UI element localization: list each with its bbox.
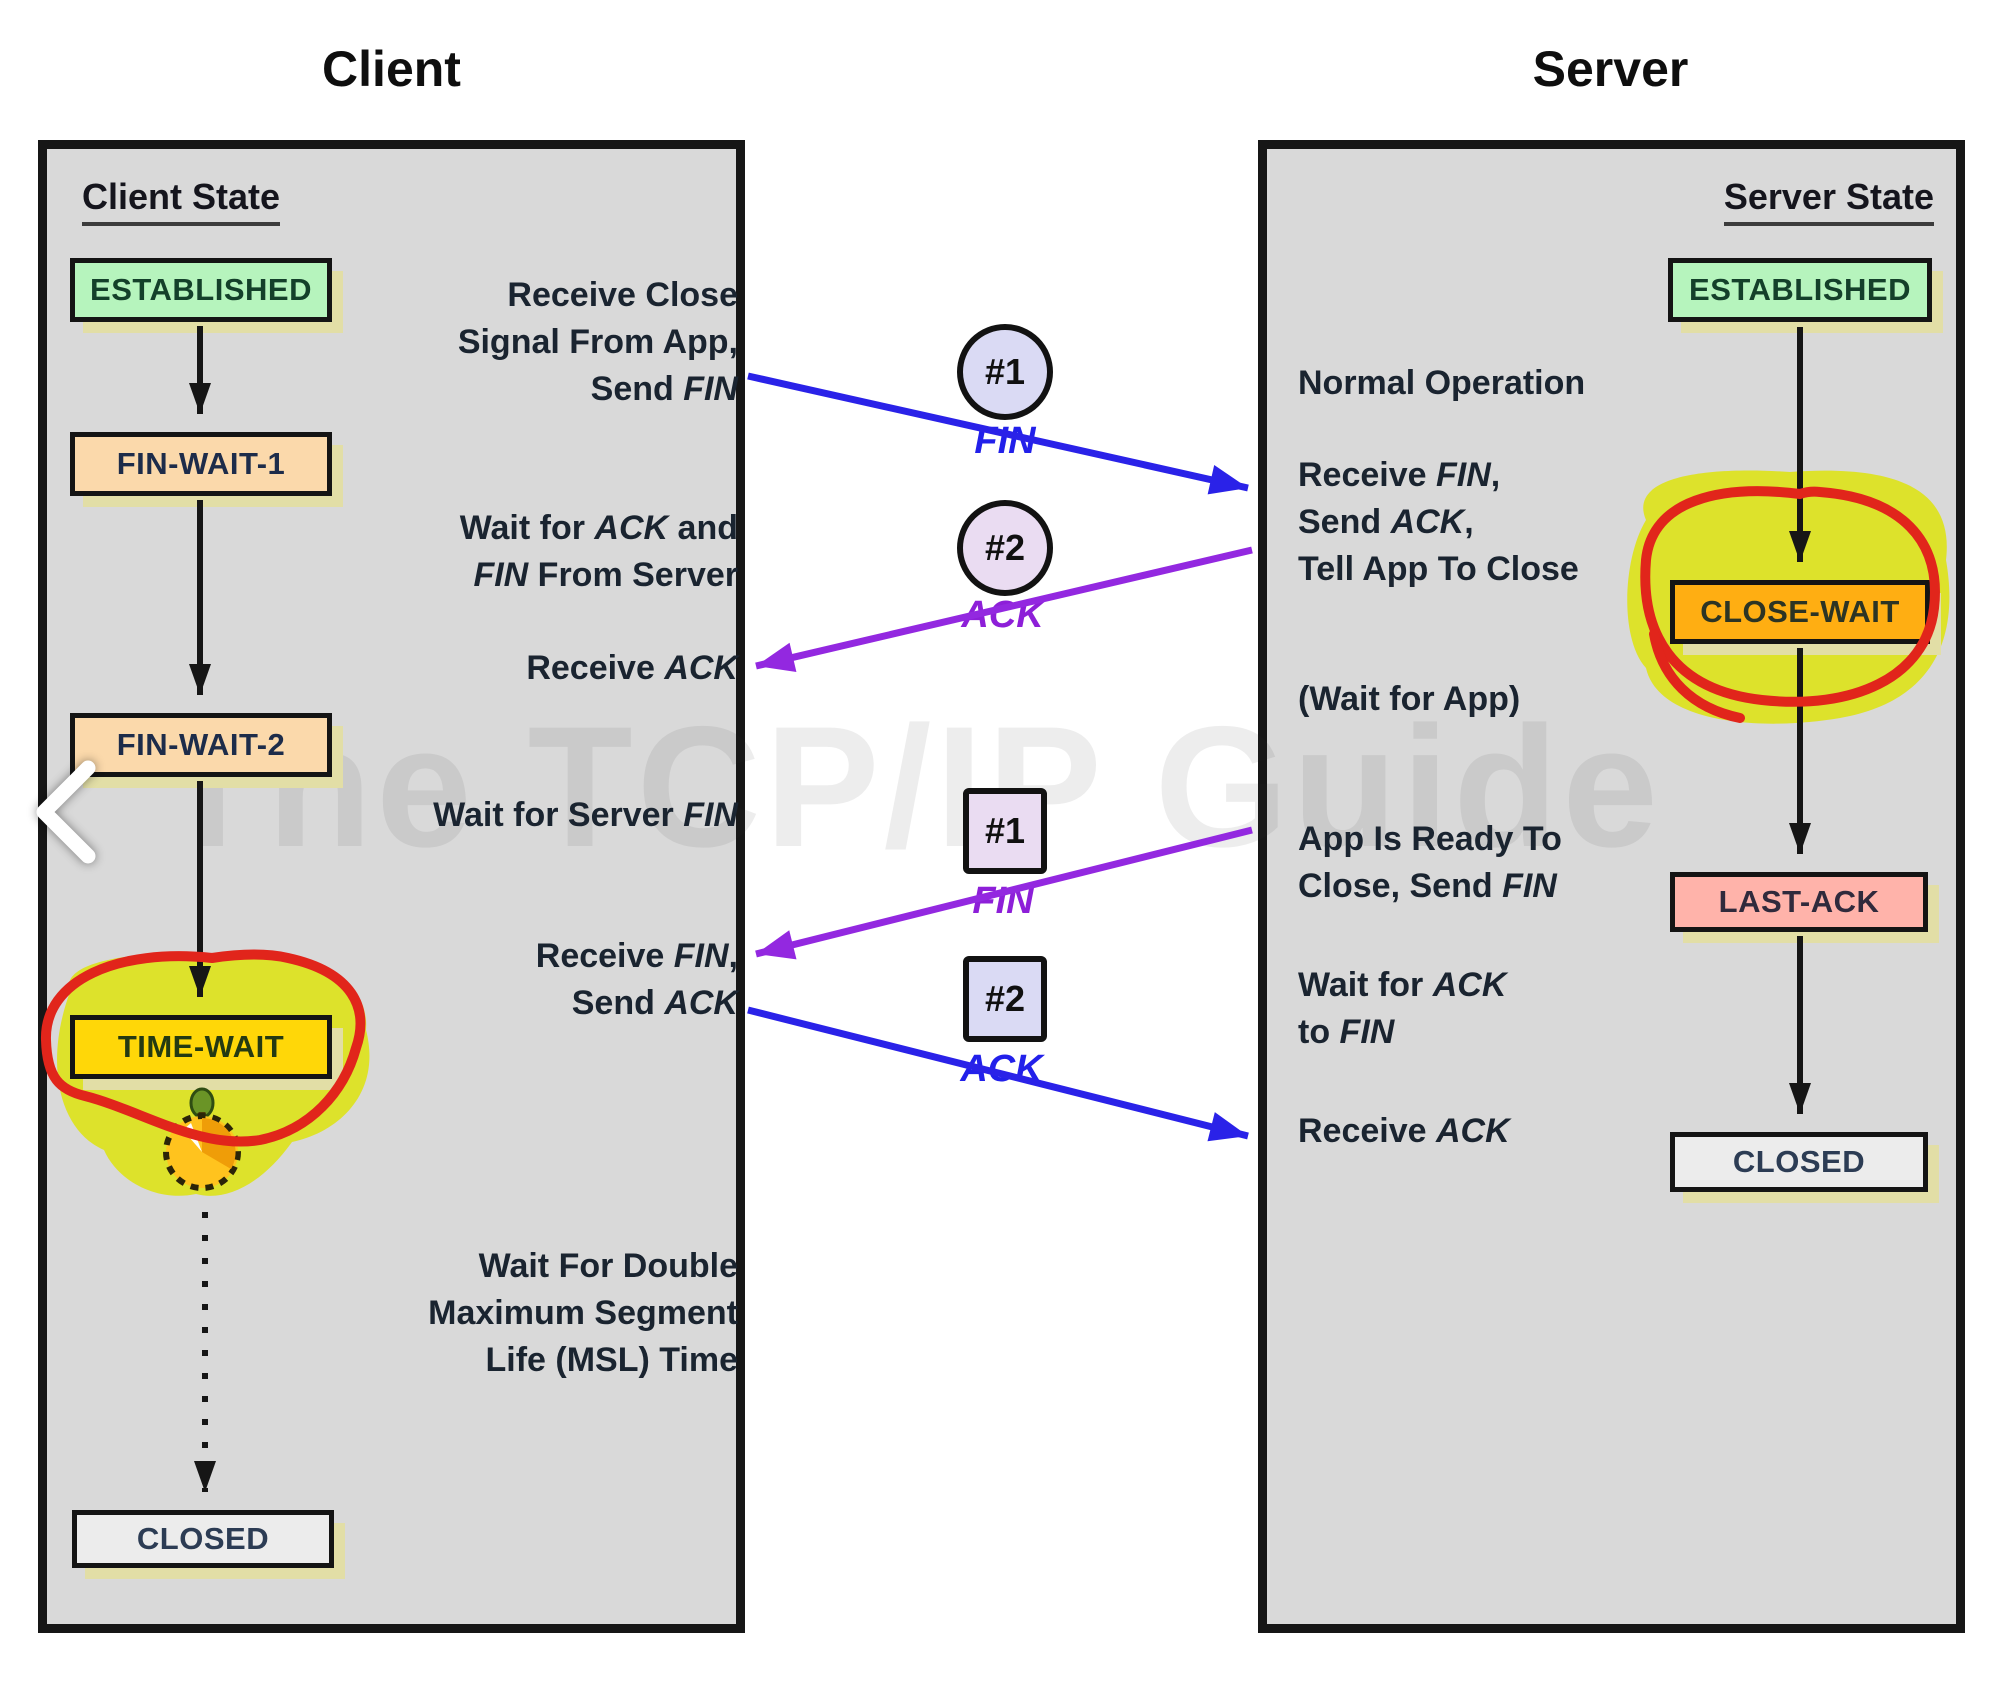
annotation-server-receive-ack: Receive ACK (1298, 1112, 1510, 1150)
state-box-client-closed: CLOSED (72, 1510, 334, 1568)
carousel-prev-button[interactable] (14, 748, 124, 878)
red-pen-tail-close-wait (1649, 629, 1745, 723)
state-box-server-close-wait: CLOSE-WAIT (1670, 580, 1930, 644)
ack-2-arrow (755, 546, 1253, 672)
message-3-badge: #1 (963, 788, 1047, 874)
chevron-left-icon (36, 760, 96, 864)
annotation-wait-for-app: (Wait for App) (1298, 680, 1521, 718)
message-4-badge: #2 (963, 956, 1047, 1042)
state-box-client-fin-wait-1: FIN-WAIT-1 (70, 432, 332, 496)
state-box-server-last-ack: LAST-ACK (1670, 872, 1928, 932)
red-pen-circle-time-wait (40, 949, 366, 1147)
fin-1-arrow (747, 372, 1249, 495)
state-box-server-established: ESTABLISHED (1668, 258, 1932, 322)
annotation-receive-fin-send-ack: Receive FIN,Send ACK (535, 937, 738, 1022)
watermark-text: The TCP/IP Guide (158, 691, 1662, 883)
state-box-server-closed: CLOSED (1670, 1132, 1928, 1192)
client-panel (38, 140, 745, 1633)
server-state-header: Server State (1723, 176, 1934, 226)
state-box-client-fin-wait-2: FIN-WAIT-2 (70, 713, 332, 777)
client-state-header: Client State (82, 176, 281, 226)
annotation-normal-operation: Normal Operation (1298, 364, 1586, 402)
annotation-receive-fin-tell-app: Receive FIN,Send ACK,Tell App To Close (1298, 456, 1579, 588)
message-1-badge: #1 (957, 324, 1053, 420)
state-box-client-time-wait: TIME-WAIT (70, 1015, 332, 1079)
server-title: Server (1532, 41, 1689, 97)
message-2-badge: #2 (957, 500, 1053, 596)
ack-4-arrow (747, 1006, 1249, 1142)
client-title: Client (322, 41, 461, 97)
annotation-wait-for-server-fin: Wait for Server FIN (433, 796, 738, 834)
state-box-client-established: ESTABLISHED (70, 258, 332, 322)
red-pen-circle-close-wait (1640, 486, 1940, 707)
fin-3-arrow (755, 826, 1253, 960)
annotation-client-receive-ack: Receive ACK (526, 649, 738, 687)
